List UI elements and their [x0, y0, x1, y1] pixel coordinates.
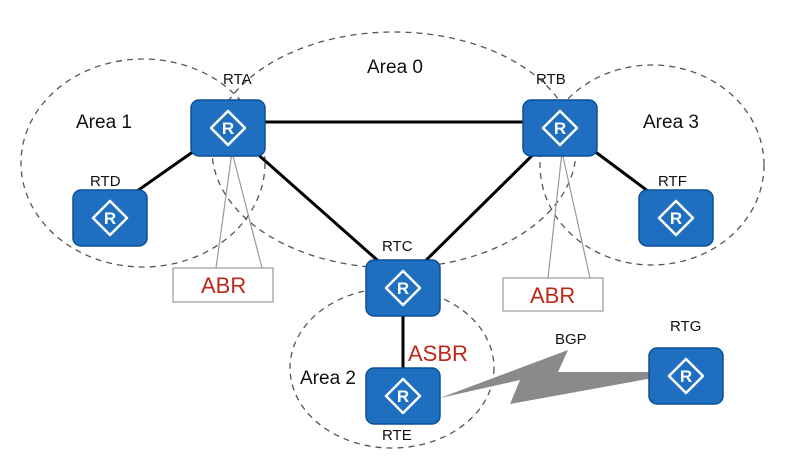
router-icon-rtb: R [522, 99, 598, 157]
router-body [522, 99, 598, 157]
router-icon-rtg: R [648, 347, 724, 405]
abr-left-callout-pointer [215, 151, 233, 269]
lightning-bolt-icon [440, 350, 686, 404]
router-glyph: R [397, 387, 409, 406]
area-1-label: Area 1 [76, 112, 132, 133]
router-diamond [657, 199, 695, 237]
router-body [365, 259, 441, 317]
router-label-rtd: RTD [90, 173, 121, 190]
router-body [638, 189, 714, 247]
router-icon-rtf: R [638, 189, 714, 247]
router-glyph: R [670, 209, 682, 228]
router-body [365, 367, 441, 425]
router-glyph: R [554, 119, 566, 138]
router-diamond [384, 377, 422, 415]
router-icon-rte: R [365, 367, 441, 425]
abr-right-callout-pointer [547, 151, 563, 279]
area-3-label: Area 3 [643, 112, 699, 133]
router-icon-rta: R [190, 99, 266, 157]
router-icon-rtc: R [365, 259, 441, 317]
router-glyph: R [222, 119, 234, 138]
area-3-circle [539, 64, 765, 266]
router-glyph: R [680, 367, 692, 386]
router-label-rte: RTE [382, 427, 412, 444]
router-body [190, 99, 266, 157]
abr-left-callout-pointer [231, 151, 263, 269]
abr-right-callout-pointer [561, 151, 591, 279]
router-icon-rtd: R [72, 189, 148, 247]
router-glyph: R [104, 209, 116, 228]
abr-left-label: ABR [201, 273, 246, 298]
router-label-rtf: RTF [658, 173, 687, 190]
router-label-rtg: RTG [670, 318, 701, 335]
router-body [648, 347, 724, 405]
abr-left-callout [172, 267, 274, 303]
router-label-rta: RTA [223, 71, 252, 88]
router-diamond [384, 269, 422, 307]
router-diamond [667, 357, 705, 395]
abr-right-callout [502, 277, 604, 312]
area-1-circle [20, 58, 266, 268]
abr-right-label: ABR [530, 283, 575, 308]
bgp-label: BGP [555, 331, 587, 348]
router-label-rtc: RTC [382, 238, 413, 255]
router-diamond [541, 109, 579, 147]
router-glyph: R [397, 279, 409, 298]
asbr-label: ASBR [408, 341, 468, 366]
area-2-label: Area 2 [300, 368, 356, 389]
router-label-rtb: RTB [536, 71, 566, 88]
router-body [72, 189, 148, 247]
area-0-label: Area 0 [367, 57, 423, 78]
router-diamond [209, 109, 247, 147]
router-diamond [91, 199, 129, 237]
